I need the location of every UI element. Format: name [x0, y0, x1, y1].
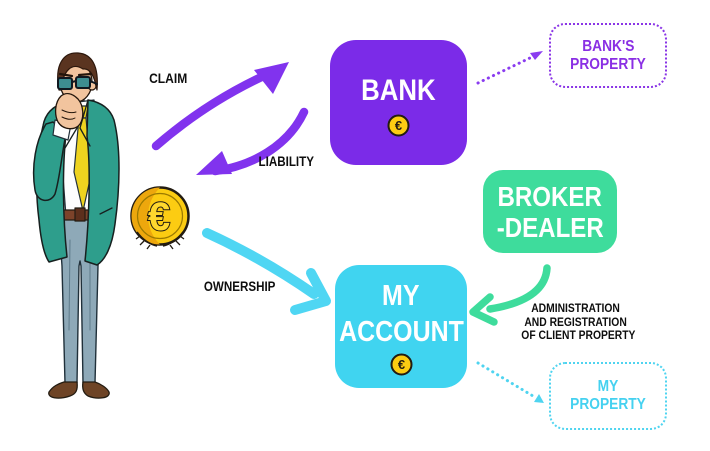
banks-property-line1: BANK'S: [581, 37, 635, 55]
claim-label: CLAIM: [148, 70, 188, 86]
euro-coin-icon: €: [387, 114, 410, 136]
bank-node: BANK €: [330, 40, 467, 165]
banks-property-node: BANK'S PROPERTY: [549, 23, 667, 88]
broker-dealer-node: BROKER -DEALER: [483, 170, 617, 253]
administration-arrow: [469, 264, 551, 326]
hair: [57, 52, 98, 91]
broker-dealer-line2: -DEALER: [496, 211, 604, 243]
thinking-man-illustration: [32, 52, 120, 399]
banks-property-line2: PROPERTY: [570, 55, 646, 73]
right-shoe: [82, 381, 110, 399]
glasses: [57, 76, 98, 90]
svg-text:€: €: [397, 357, 404, 372]
jacket-right: [84, 99, 120, 266]
my-account-line1: MY: [382, 279, 420, 312]
bank-label: BANK: [361, 73, 436, 107]
administration-line3: OF CLIENT PROPERTY: [521, 328, 636, 342]
my-property-line2: PROPERTY: [570, 396, 646, 413]
my-property-node: MY PROPERTY: [549, 362, 667, 430]
my-property-line1: MY: [597, 378, 619, 395]
liability-arrow: [196, 107, 309, 176]
raised-arm: [32, 121, 67, 202]
liability-label: LIABILITY: [258, 154, 314, 169]
administration-line1: ADMINISTRATION: [531, 301, 621, 315]
broker-dealer-line1: BROKER: [497, 180, 603, 212]
svg-text:€: €: [395, 118, 402, 133]
my-account-line2: ACCOUNT: [338, 315, 464, 348]
claim-arrow: [151, 62, 289, 151]
ownership-arrow: [202, 228, 331, 315]
euro-coin-icon: €: [390, 353, 412, 375]
banks-property-dotted-arrow: [476, 51, 543, 85]
administration-line2: AND REGISTRATION: [524, 314, 628, 329]
my-account-node: MY ACCOUNT €: [335, 265, 467, 388]
hand-on-chin: [54, 92, 84, 130]
my-property-dotted-arrow: [476, 361, 544, 403]
administration-label: ADMINISTRATION AND REGISTRATION OF CLIEN…: [512, 301, 640, 343]
euro-coin-large: €: [130, 186, 190, 250]
left-shoe: [48, 381, 78, 399]
svg-text:€: €: [148, 195, 170, 239]
ownership-label: OWNERSHIP: [203, 279, 276, 294]
